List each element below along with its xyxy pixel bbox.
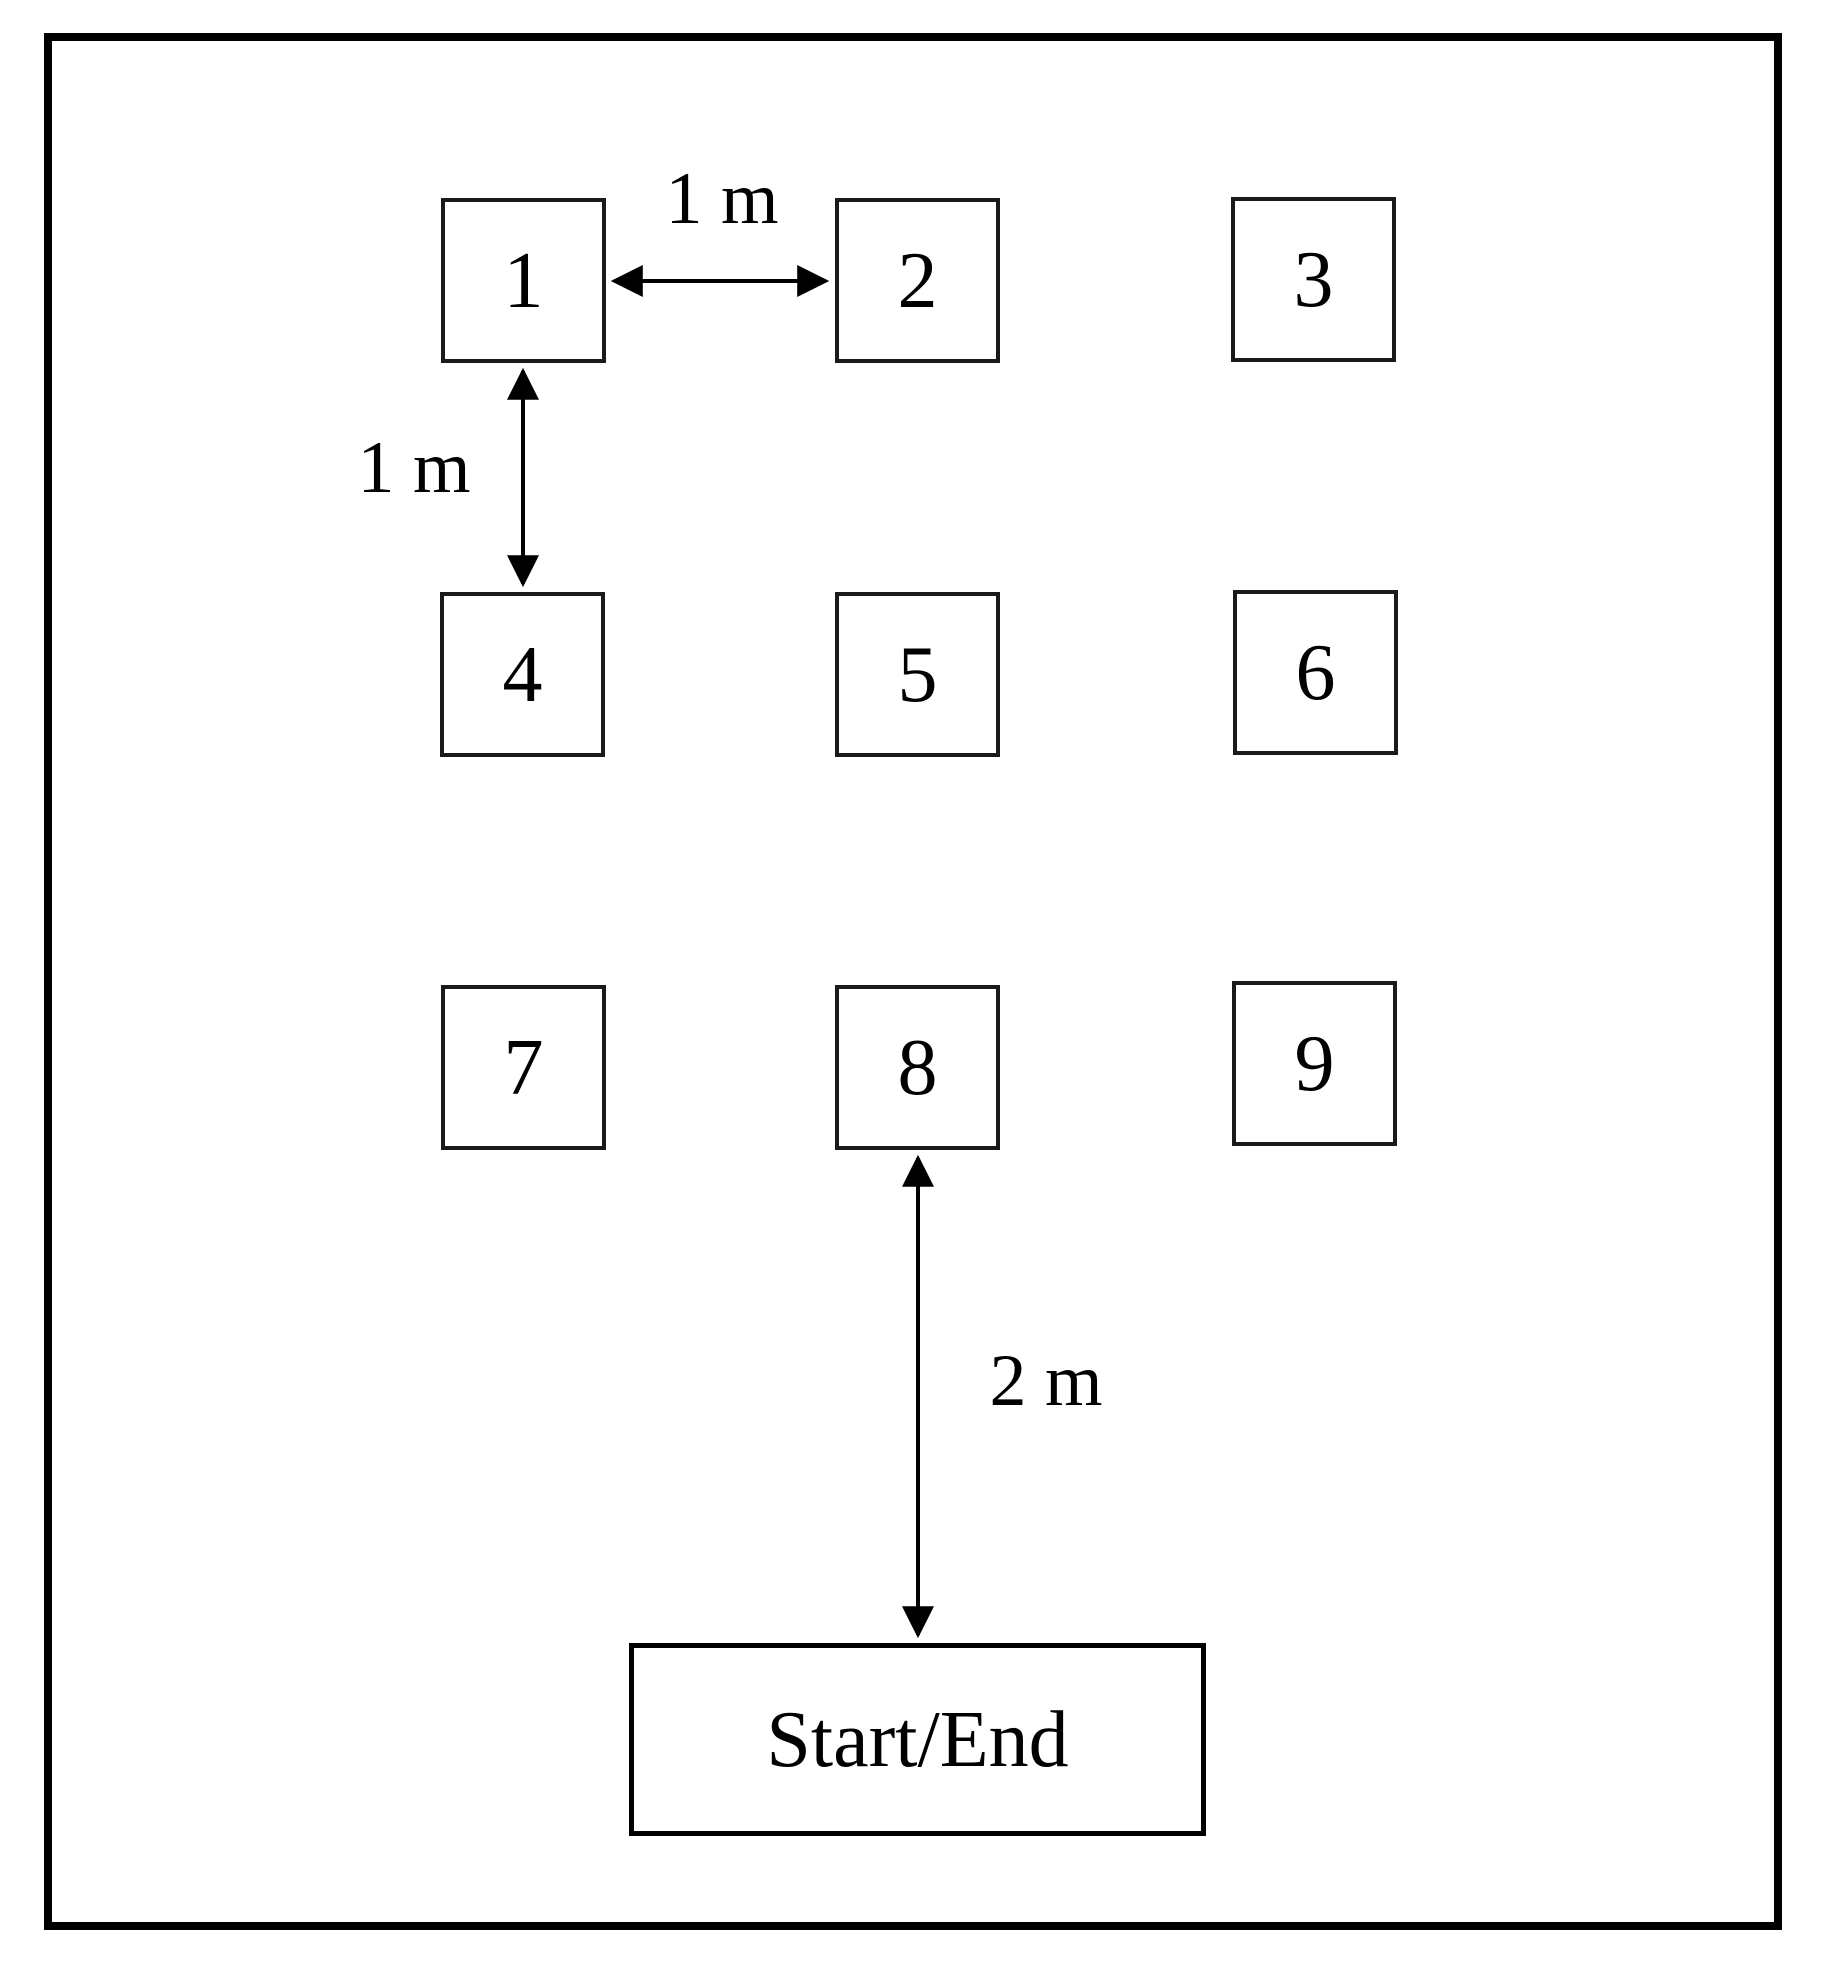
outer-border-frame [44,33,1782,1930]
measurement-label-1m-vertical: 1 m [357,427,471,509]
target-box-5-label: 5 [897,630,938,719]
target-box-6-label: 6 [1295,628,1336,717]
start-end-box: Start/End [629,1643,1206,1836]
target-box-7-label: 7 [503,1023,544,1112]
target-box-3: 3 [1231,197,1396,362]
start-end-label: Start/End [766,1695,1069,1784]
target-box-7: 7 [441,985,606,1150]
target-box-5: 5 [835,592,1000,757]
measurement-label-1m-horizontal: 1 m [665,158,779,240]
measurement-label-2m-vertical: 2 m [989,1340,1103,1422]
target-box-4-label: 4 [502,630,543,719]
target-box-2-label: 2 [897,236,938,325]
target-box-6: 6 [1233,590,1398,755]
target-box-2: 2 [835,198,1000,363]
target-box-8: 8 [835,985,1000,1150]
target-box-9: 9 [1232,981,1397,1146]
target-box-8-label: 8 [897,1023,938,1112]
target-box-4: 4 [440,592,605,757]
target-box-1: 1 [441,198,606,363]
target-box-9-label: 9 [1294,1019,1335,1108]
target-box-3-label: 3 [1293,235,1334,324]
target-box-1-label: 1 [503,236,544,325]
